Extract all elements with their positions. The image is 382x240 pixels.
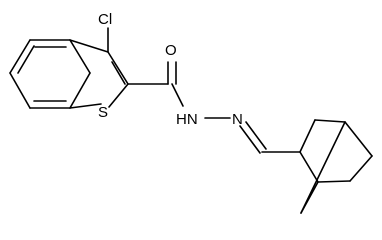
bond-carbonyl-nh bbox=[171, 83, 184, 107]
bond-c7-c8 bbox=[107, 51, 129, 85]
bond-nb-c2-c3 bbox=[299, 119, 316, 153]
bond-nb-c5-c6 bbox=[349, 155, 373, 182]
bond-c6-c1 bbox=[9, 39, 31, 74]
molecule-structure-diagram: Cl O S HN N bbox=[9, 11, 373, 214]
sulfur-label: S bbox=[98, 104, 108, 121]
bond-c7-c8-double bbox=[111, 61, 126, 85]
bond-c6-c1-double bbox=[17, 45, 35, 74]
bond-c5-c6 bbox=[9, 72, 31, 109]
norbornane-ring bbox=[299, 119, 373, 214]
benzene-ring bbox=[9, 39, 91, 109]
bond-nb-c3-c4 bbox=[314, 119, 346, 123]
bond-n-ch-1 bbox=[239, 125, 261, 154]
thiophene-ring bbox=[69, 39, 129, 109]
hydrazide-nh-label: HN bbox=[176, 111, 198, 128]
bond-c3-c7 bbox=[69, 39, 109, 53]
side-chain bbox=[107, 27, 301, 154]
oxygen-label: O bbox=[165, 42, 177, 59]
bond-nb-c6-c1 bbox=[317, 180, 351, 183]
bond-c8-s bbox=[108, 83, 129, 108]
imine-n-label: N bbox=[232, 111, 243, 128]
bond-c3-c4 bbox=[69, 72, 91, 109]
bond-nb-c1-c2 bbox=[299, 151, 319, 183]
bond-c2-c3 bbox=[69, 39, 91, 74]
bond-nb-c4-c5 bbox=[344, 121, 373, 157]
bond-n-ch-2 bbox=[245, 121, 267, 150]
bond-nb-c7-c4 bbox=[300, 121, 346, 214]
chlorine-label: Cl bbox=[98, 11, 112, 28]
bond-s-c4 bbox=[69, 103, 102, 109]
